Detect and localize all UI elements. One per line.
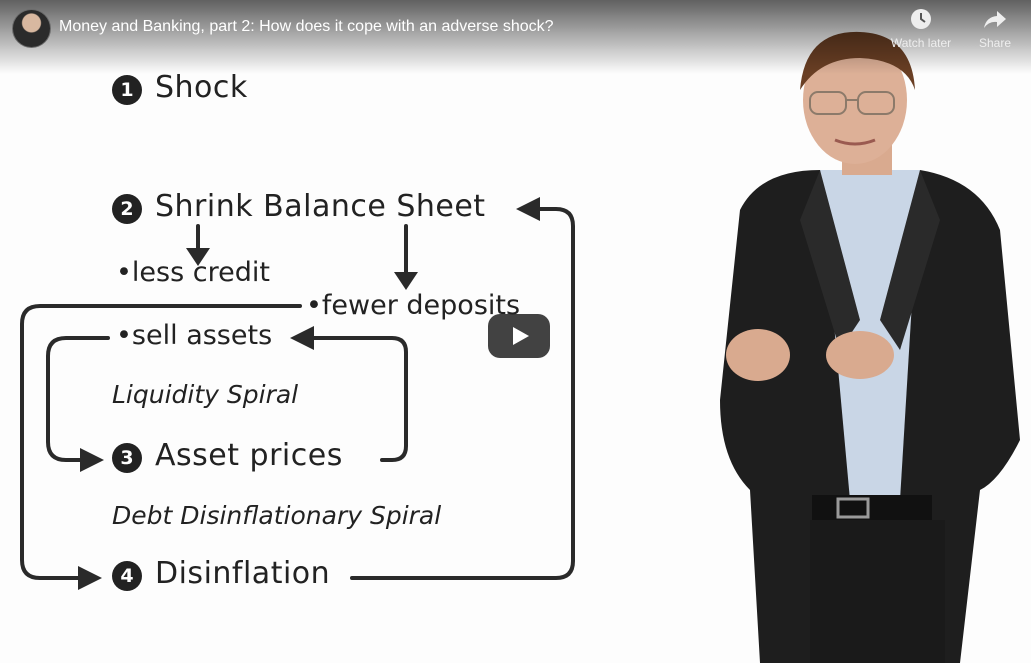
step-1-label: Shock xyxy=(155,70,248,105)
arrow-prices-to-sell xyxy=(310,336,408,462)
bullet-sell-assets: •sell assets xyxy=(116,320,273,351)
bullet-fewer-deposits: •fewer deposits xyxy=(306,290,521,321)
debt-spiral-label: Debt Disinflationary Spiral xyxy=(112,501,442,530)
step-4-number: 4 xyxy=(112,561,142,591)
arrow-disinflation-to-shrink xyxy=(350,207,575,580)
liquidity-spiral-label: Liquidity Spiral xyxy=(112,380,299,409)
arrow-deposits-to-disinflation xyxy=(20,304,302,580)
watch-later-button[interactable]: Watch later xyxy=(888,8,954,50)
arrow-sell-to-prices xyxy=(46,336,110,462)
step-4-label: Disinflation xyxy=(155,556,331,591)
clock-icon xyxy=(911,9,931,29)
step-2-number: 2 xyxy=(112,194,142,224)
step-3-label: Asset prices xyxy=(155,438,343,473)
video-top-bar: Money and Banking, part 2: How does it c… xyxy=(0,0,1031,74)
share-arrow-icon xyxy=(984,11,1006,28)
play-button[interactable] xyxy=(488,314,550,358)
channel-avatar[interactable] xyxy=(12,9,51,48)
share-label: Share xyxy=(978,36,1012,50)
video-title[interactable]: Money and Banking, part 2: How does it c… xyxy=(59,18,554,35)
watch-later-label: Watch later xyxy=(890,36,952,50)
step-3-number: 3 xyxy=(112,443,142,473)
presenter-figure xyxy=(720,31,1020,663)
step-1-number: 1 xyxy=(112,75,142,105)
step-2-label: Shrink Balance Sheet xyxy=(155,189,486,224)
share-button[interactable]: Share xyxy=(962,8,1028,50)
bullet-less-credit: •less credit xyxy=(116,257,270,288)
